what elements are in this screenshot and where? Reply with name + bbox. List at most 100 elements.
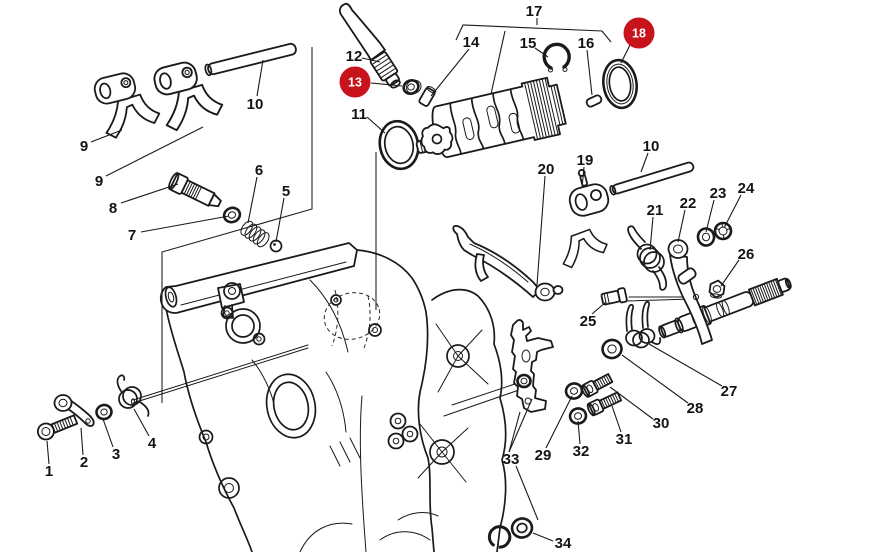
- callout-leader-line: [430, 48, 470, 97]
- callout-leader-line: [620, 44, 631, 64]
- lever-2: [53, 394, 95, 427]
- crankcase-drawing: [159, 242, 507, 552]
- callout-leader-line: [649, 216, 654, 251]
- callout-2[interactable]: 2: [80, 427, 88, 471]
- callout-number: 3: [112, 446, 120, 463]
- callout-leader-line: [720, 259, 740, 287]
- callout-20[interactable]: 20: [536, 161, 554, 286]
- assembly-window-lines: [161, 47, 377, 403]
- callout-7[interactable]: 7: [128, 215, 230, 244]
- callout-leader-line: [609, 386, 654, 420]
- callout-3[interactable]: 3: [102, 418, 120, 463]
- callout-number: 26: [738, 246, 755, 263]
- callout-number: 1: [45, 463, 53, 480]
- callout-leader-line: [534, 47, 549, 58]
- callout-32[interactable]: 32: [573, 420, 590, 460]
- callout-number: 8: [109, 200, 117, 217]
- callout-leader-line: [611, 405, 622, 433]
- callout-30[interactable]: 30: [609, 386, 670, 432]
- linkage-rods: [130, 344, 525, 417]
- callout-10[interactable]: 10: [247, 59, 264, 113]
- callout-leader-line: [581, 166, 585, 189]
- callout-number: 34: [555, 535, 572, 552]
- callout-leader-line: [723, 194, 742, 229]
- callout-31[interactable]: 31: [611, 405, 633, 448]
- callout-leader-line: [370, 82, 403, 87]
- shaft-washer: [402, 79, 422, 95]
- callout-leader-line: [532, 532, 554, 542]
- callout-24[interactable]: 24: [723, 180, 755, 229]
- callout-leader-line: [536, 175, 546, 286]
- callout-29[interactable]: 29: [535, 395, 573, 464]
- callout-25[interactable]: 25: [580, 301, 607, 330]
- washer-32: [568, 407, 588, 425]
- callout-number: 32: [573, 443, 590, 460]
- callout-leader-line: [591, 301, 607, 315]
- callout-8[interactable]: 8: [109, 183, 179, 217]
- callout-leader-line: [120, 183, 179, 204]
- callout-number: 5: [282, 183, 290, 200]
- washer-3: [95, 403, 113, 421]
- callout-leader-line: [508, 398, 533, 453]
- callout-12[interactable]: 12: [346, 48, 381, 65]
- callout-14[interactable]: 14: [430, 34, 480, 97]
- callout-6[interactable]: 6: [247, 162, 263, 224]
- callout-number: 4: [148, 435, 157, 452]
- spring-4: [116, 374, 150, 417]
- callout-number: 7: [128, 227, 136, 244]
- callout-13-highlighted[interactable]: 13: [339, 66, 403, 98]
- callout-number: 13: [348, 76, 362, 90]
- detent-spring: [240, 220, 270, 248]
- callout-5[interactable]: 5: [275, 183, 290, 243]
- o-ring: [378, 119, 420, 171]
- callout-33[interactable]: 33: [503, 398, 539, 521]
- callout-number: 28: [687, 400, 704, 417]
- washer-28: [601, 338, 623, 360]
- callout-19[interactable]: 19: [577, 152, 594, 189]
- callout-15[interactable]: 15: [520, 35, 549, 58]
- return-spring-lower: [625, 301, 662, 349]
- callout-11[interactable]: 11: [351, 106, 386, 134]
- callout-18-highlighted[interactable]: 18: [620, 17, 655, 64]
- callout-16[interactable]: 16: [578, 35, 595, 96]
- callout-leader-line: [105, 126, 204, 177]
- detent-washer: [222, 206, 242, 224]
- callout-27[interactable]: 27: [648, 343, 737, 400]
- selector-arm: [452, 224, 564, 302]
- callout-1[interactable]: 1: [45, 440, 53, 480]
- callout-number: 2: [80, 454, 88, 471]
- callout-10[interactable]: 10: [640, 138, 659, 173]
- callout-leader-line: [90, 129, 123, 143]
- callout-26[interactable]: 26: [720, 246, 755, 287]
- callout-22[interactable]: 22: [677, 195, 697, 243]
- callout-number: 17: [526, 3, 543, 20]
- callout-number: 33: [503, 451, 520, 468]
- callout-23[interactable]: 23: [705, 185, 726, 233]
- callout-leader-line: [508, 411, 521, 453]
- callout-4[interactable]: 4: [133, 408, 157, 452]
- callout-9[interactable]: 9: [95, 126, 204, 190]
- callout-number: 25: [580, 313, 597, 330]
- shift-fork-left: [93, 72, 161, 139]
- callout-9[interactable]: 9: [80, 129, 123, 155]
- callout-21[interactable]: 21: [647, 202, 664, 251]
- locknut-24: [713, 221, 733, 241]
- shift-fork-right: [153, 61, 224, 132]
- callout-number: 15: [520, 35, 537, 52]
- callout-28[interactable]: 28: [621, 354, 704, 417]
- highlight-badge: [339, 66, 371, 98]
- callout-leader-line: [102, 418, 114, 448]
- callout-leader-line: [455, 24, 612, 43]
- bolt-31: [586, 391, 623, 417]
- circlip: [542, 42, 571, 73]
- callout-17[interactable]: 17: [455, 3, 612, 95]
- callout-leader-line: [140, 215, 230, 233]
- callout-34[interactable]: 34: [532, 532, 572, 552]
- callout-leader-line: [256, 59, 264, 97]
- callout-number: 22: [680, 195, 697, 212]
- callout-number: 30: [653, 415, 670, 432]
- callout-number: 31: [616, 431, 633, 448]
